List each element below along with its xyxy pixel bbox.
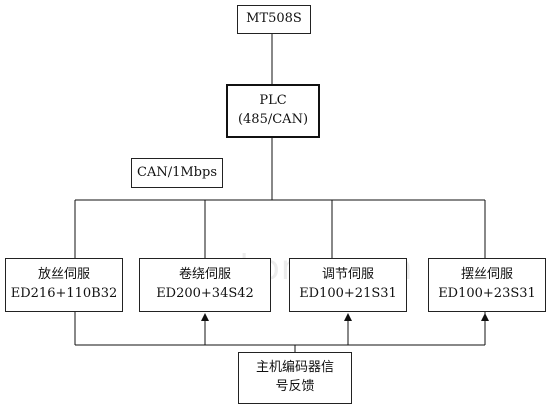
plc-box: PLC (485/CAN): [226, 84, 320, 138]
servo-box-1: 放丝伺服 ED216+110B32: [5, 258, 123, 312]
servo-model: ED200+34S42: [156, 286, 254, 301]
servo-model: ED216+110B32: [10, 286, 118, 301]
bus-label: CAN/1Mbps: [137, 164, 217, 180]
plc-protocol: (485/CAN): [237, 112, 309, 127]
encoder-feedback-box: 主机编码器信 号反馈: [238, 352, 352, 404]
hmi-label: MT508S: [246, 11, 302, 27]
servo-name: 摆丝伺服: [460, 267, 513, 283]
encoder-label-line1: 主机编码器信: [255, 360, 334, 376]
servo-box-4: 摆丝伺服 ED100+23S31: [428, 258, 546, 312]
hmi-box: MT508S: [237, 5, 311, 34]
servo-name: 调节伺服: [321, 267, 374, 283]
bus-label-box: CAN/1Mbps: [131, 158, 223, 188]
encoder-label-line2: 号反馈: [275, 379, 315, 394]
plc-label: PLC: [259, 93, 287, 109]
servo-box-3: 调节伺服 ED100+21S31: [289, 258, 407, 312]
servo-name: 卷绕伺服: [178, 267, 231, 283]
servo-model: ED100+21S31: [299, 286, 397, 301]
servo-box-2: 卷绕伺服 ED200+34S42: [139, 258, 271, 312]
servo-name: 放丝伺服: [37, 267, 90, 283]
servo-model: ED100+23S31: [438, 286, 536, 301]
